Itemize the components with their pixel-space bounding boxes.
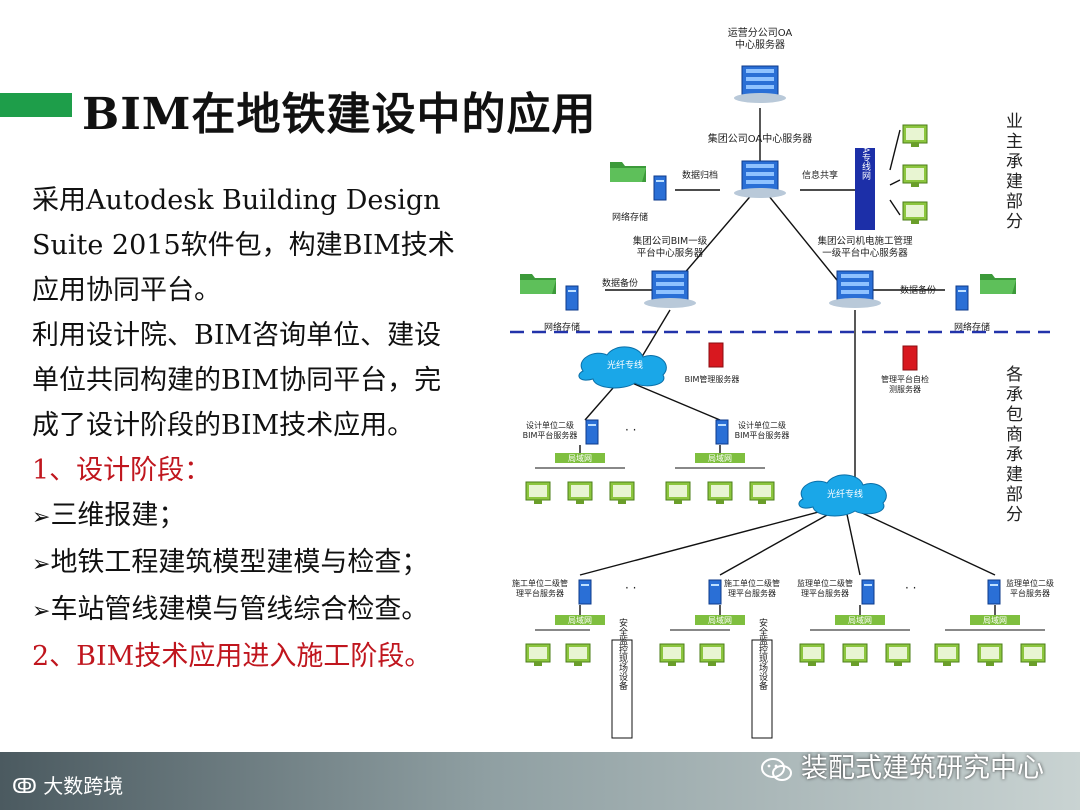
safety-device-label: 安全监控现场设备 xyxy=(757,617,768,690)
bullet-item: ➢地铁工程建筑模型建模与检查； xyxy=(32,547,429,578)
lan-group: 局域网 xyxy=(799,615,911,667)
oa-server-label: 中心服务器 xyxy=(735,38,785,51)
construction-unit-label: 理平台服务器 xyxy=(728,588,776,598)
mech-level1-label: 一级平台中心服务器 xyxy=(822,247,908,259)
svg-text:局域网: 局域网 xyxy=(848,615,872,625)
storage-folder-icon xyxy=(520,274,556,294)
slide-title: BIM在地铁建设中的应用 xyxy=(82,89,597,140)
storage-tower-icon xyxy=(565,285,579,311)
design-server-icon xyxy=(715,419,729,445)
group-oa-server-label: 集团公司OA中心服务器 xyxy=(708,132,813,145)
bim-mgmt-server-icon xyxy=(708,342,724,368)
bim-level1-label: 平台中心服务器 xyxy=(637,247,704,259)
construction-unit-label: 理平台服务器 xyxy=(516,588,564,598)
oa-server-label: 运营分公司OA xyxy=(728,26,793,39)
body-line: 成了设计阶段的BIM技术应用。 xyxy=(32,410,415,441)
design-unit-label: 设计单位二级 xyxy=(738,420,786,430)
stage-1-heading: 1、设计阶段： xyxy=(32,455,212,486)
design-unit-label: BIM平台服务器 xyxy=(523,430,578,440)
ellipsis: · · xyxy=(905,581,916,595)
construction-server-icon xyxy=(708,579,722,605)
oa-server-icon xyxy=(733,65,787,104)
storage-folder-icon xyxy=(980,274,1016,294)
storage-folder-icon xyxy=(610,162,646,182)
body-line: 单位共同构建的BIM协同平台，完 xyxy=(32,365,442,396)
design-server-icon xyxy=(585,419,599,445)
network-storage-label: 网络存储 xyxy=(612,211,648,223)
ellipsis: · · xyxy=(625,581,636,595)
storage-tower-icon xyxy=(955,285,969,311)
bullet-item: ➢三维报建； xyxy=(32,500,186,531)
construction-server-icon xyxy=(578,579,592,605)
safety-device-box xyxy=(611,639,633,739)
body-line: Suite 2015软件包，构建BIM技术 xyxy=(32,230,455,261)
mech-level1-label: 集团公司机电施工管理 xyxy=(817,235,913,247)
safety-device-label: 安全监控现场设备 xyxy=(617,617,628,690)
network-storage-label: 网络存储 xyxy=(544,321,580,333)
construction-server-icon xyxy=(987,579,1001,605)
mech-level1-server-icon xyxy=(828,270,882,309)
oa-network-label: OA专线网 xyxy=(860,140,871,181)
svg-text:局域网: 局域网 xyxy=(983,615,1007,625)
pc-icon xyxy=(902,124,928,148)
lan-group: 局域网 xyxy=(659,615,745,667)
title-accent-bar xyxy=(0,93,72,117)
info-share-label: 信息共享 xyxy=(802,169,838,181)
bullet-item: ➢车站管线建模与管线综合检查。 xyxy=(32,594,429,625)
ellipsis: · · xyxy=(625,423,636,437)
bullet-arrow-icon: ➢ xyxy=(32,505,51,530)
brand-logo-icon: ↂ xyxy=(12,774,37,798)
pc-icon xyxy=(902,164,928,188)
footer-left-brand: ↂ 大数跨境 xyxy=(12,774,124,798)
bim-mgmt-server-label: BIM管理服务器 xyxy=(685,374,740,384)
owner-section-label: 业主承建部分 xyxy=(1002,112,1023,232)
bim-level1-server-icon xyxy=(643,270,697,309)
group-oa-server-icon xyxy=(733,160,787,199)
fiber-label: 光纤专线 xyxy=(827,488,863,500)
stage-2-heading: 2、BIM技术应用进入施工阶段。 xyxy=(32,641,432,672)
body-line: 利用设计院、BIM咨询单位、建设 xyxy=(32,320,442,351)
slide-body: 采用Autodesk Building Design Suite 2015软件包… xyxy=(32,178,482,679)
svg-text:局域网: 局域网 xyxy=(708,615,732,625)
wechat-icon xyxy=(761,757,792,781)
data-backup-label: 数据备份 xyxy=(900,284,936,296)
mgmt-platform-label: 测服务器 xyxy=(889,384,921,394)
body-line: 采用Autodesk Building Design xyxy=(32,185,441,216)
lan-group: 局域网 xyxy=(665,453,775,505)
fiber-label: 光纤专线 xyxy=(607,359,643,371)
lan-group: 局域网 xyxy=(525,453,635,505)
svg-text:局域网: 局域网 xyxy=(708,453,732,463)
construction-unit-label: 理平台服务器 xyxy=(801,588,849,598)
data-backup-label: 数据备份 xyxy=(602,277,638,289)
lan-group: 局域网 xyxy=(934,615,1046,667)
body-line: 应用协同平台。 xyxy=(32,275,221,306)
bullet-arrow-icon: ➢ xyxy=(32,599,51,624)
pc-icon xyxy=(902,201,928,225)
bim-level1-label: 集团公司BIM一级 xyxy=(633,235,708,247)
data-archive-label: 数据归档 xyxy=(682,169,718,181)
footer-bar: ↂ 大数跨境 装配式建筑研究中心 xyxy=(0,752,1080,810)
bullet-arrow-icon: ➢ xyxy=(32,552,51,577)
design-unit-label: 设计单位二级 xyxy=(526,420,574,430)
safety-device-box xyxy=(751,639,773,739)
construction-unit-label: 施工单位二级管 xyxy=(512,578,568,588)
construction-unit-label: 监理单位二级管 xyxy=(797,578,853,588)
svg-text:局域网: 局域网 xyxy=(568,453,592,463)
storage-tower-icon xyxy=(653,175,667,201)
mgmt-platform-label: 管理平台自检 xyxy=(881,374,929,384)
network-storage-label: 网络存储 xyxy=(954,321,990,333)
oa-network-box xyxy=(855,148,875,230)
construction-server-icon xyxy=(861,579,875,605)
mgmt-platform-server-icon xyxy=(902,345,918,371)
construction-unit-label: 监理单位二级 xyxy=(1006,578,1054,588)
design-unit-label: BIM平台服务器 xyxy=(735,430,790,440)
construction-unit-label: 施工单位二级管 xyxy=(724,578,780,588)
network-diagram: 运营分公司OA 中心服务器 集团公司OA中心服务器 数据归档 信息共享 网络存储… xyxy=(510,26,1054,739)
construction-unit-label: 平台服务器 xyxy=(1010,588,1050,598)
footer-right-brand: 装配式建筑研究中心 xyxy=(761,746,1044,785)
contractor-section-label: 各承包商承建部分 xyxy=(1002,365,1023,525)
lan-group: 局域网 xyxy=(525,615,605,667)
svg-text:局域网: 局域网 xyxy=(568,615,592,625)
